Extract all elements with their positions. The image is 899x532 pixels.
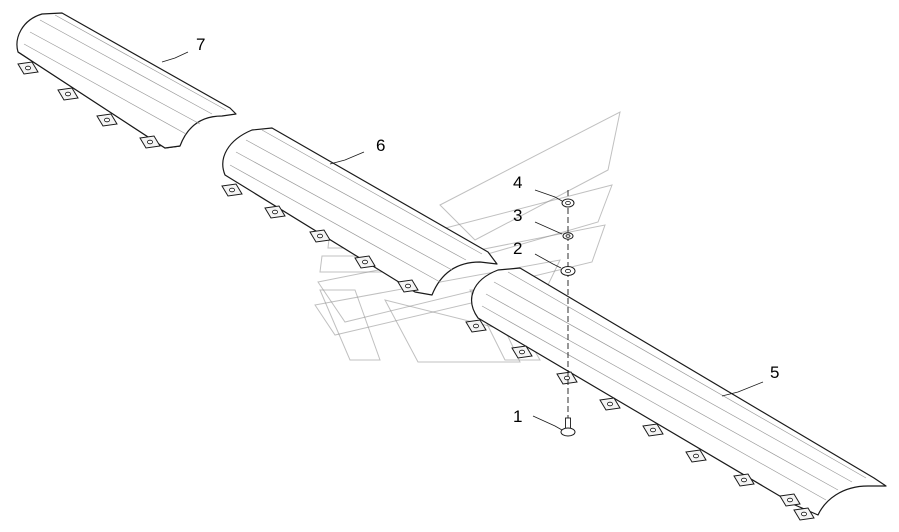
mounting-tab [139,135,161,149]
watermark-logo [314,111,621,363]
callout-7: 7 [196,35,205,54]
nut-item-4 [561,198,575,208]
cover-part-7 [16,12,237,149]
callout-labels: 1 2 3 4 5 6 7 [196,35,779,426]
mounting-tab [779,493,801,507]
leader-lines [161,51,764,431]
mounting-tab [96,113,118,127]
mounting-tab [556,371,578,385]
callout-4: 4 [513,173,522,192]
bolt-item-1 [560,417,576,437]
mounting-tab [264,205,286,219]
mounting-tab [309,229,331,243]
cover-part-5 [465,267,887,521]
mounting-tab [642,423,664,437]
callout-1: 1 [513,407,522,426]
callout-5: 5 [770,363,779,382]
mounting-tab [17,61,39,75]
fastener-stack [560,190,576,437]
mounting-tab [397,279,419,293]
mounting-tab [733,473,755,487]
mounting-tab [685,449,707,463]
cover-part-6 [221,127,498,296]
lock-washer-item-3 [562,232,574,240]
callout-6: 6 [376,136,385,155]
callout-2: 2 [513,239,522,258]
mounting-tab [599,397,621,411]
mounting-tab [465,319,487,333]
flat-washer-item-2 [560,266,576,276]
callout-3: 3 [513,206,522,225]
mounting-tab [511,345,533,359]
mounting-tab [221,183,243,197]
mounting-tab [793,507,815,521]
mounting-tab [57,87,79,101]
mounting-tab [354,255,376,269]
